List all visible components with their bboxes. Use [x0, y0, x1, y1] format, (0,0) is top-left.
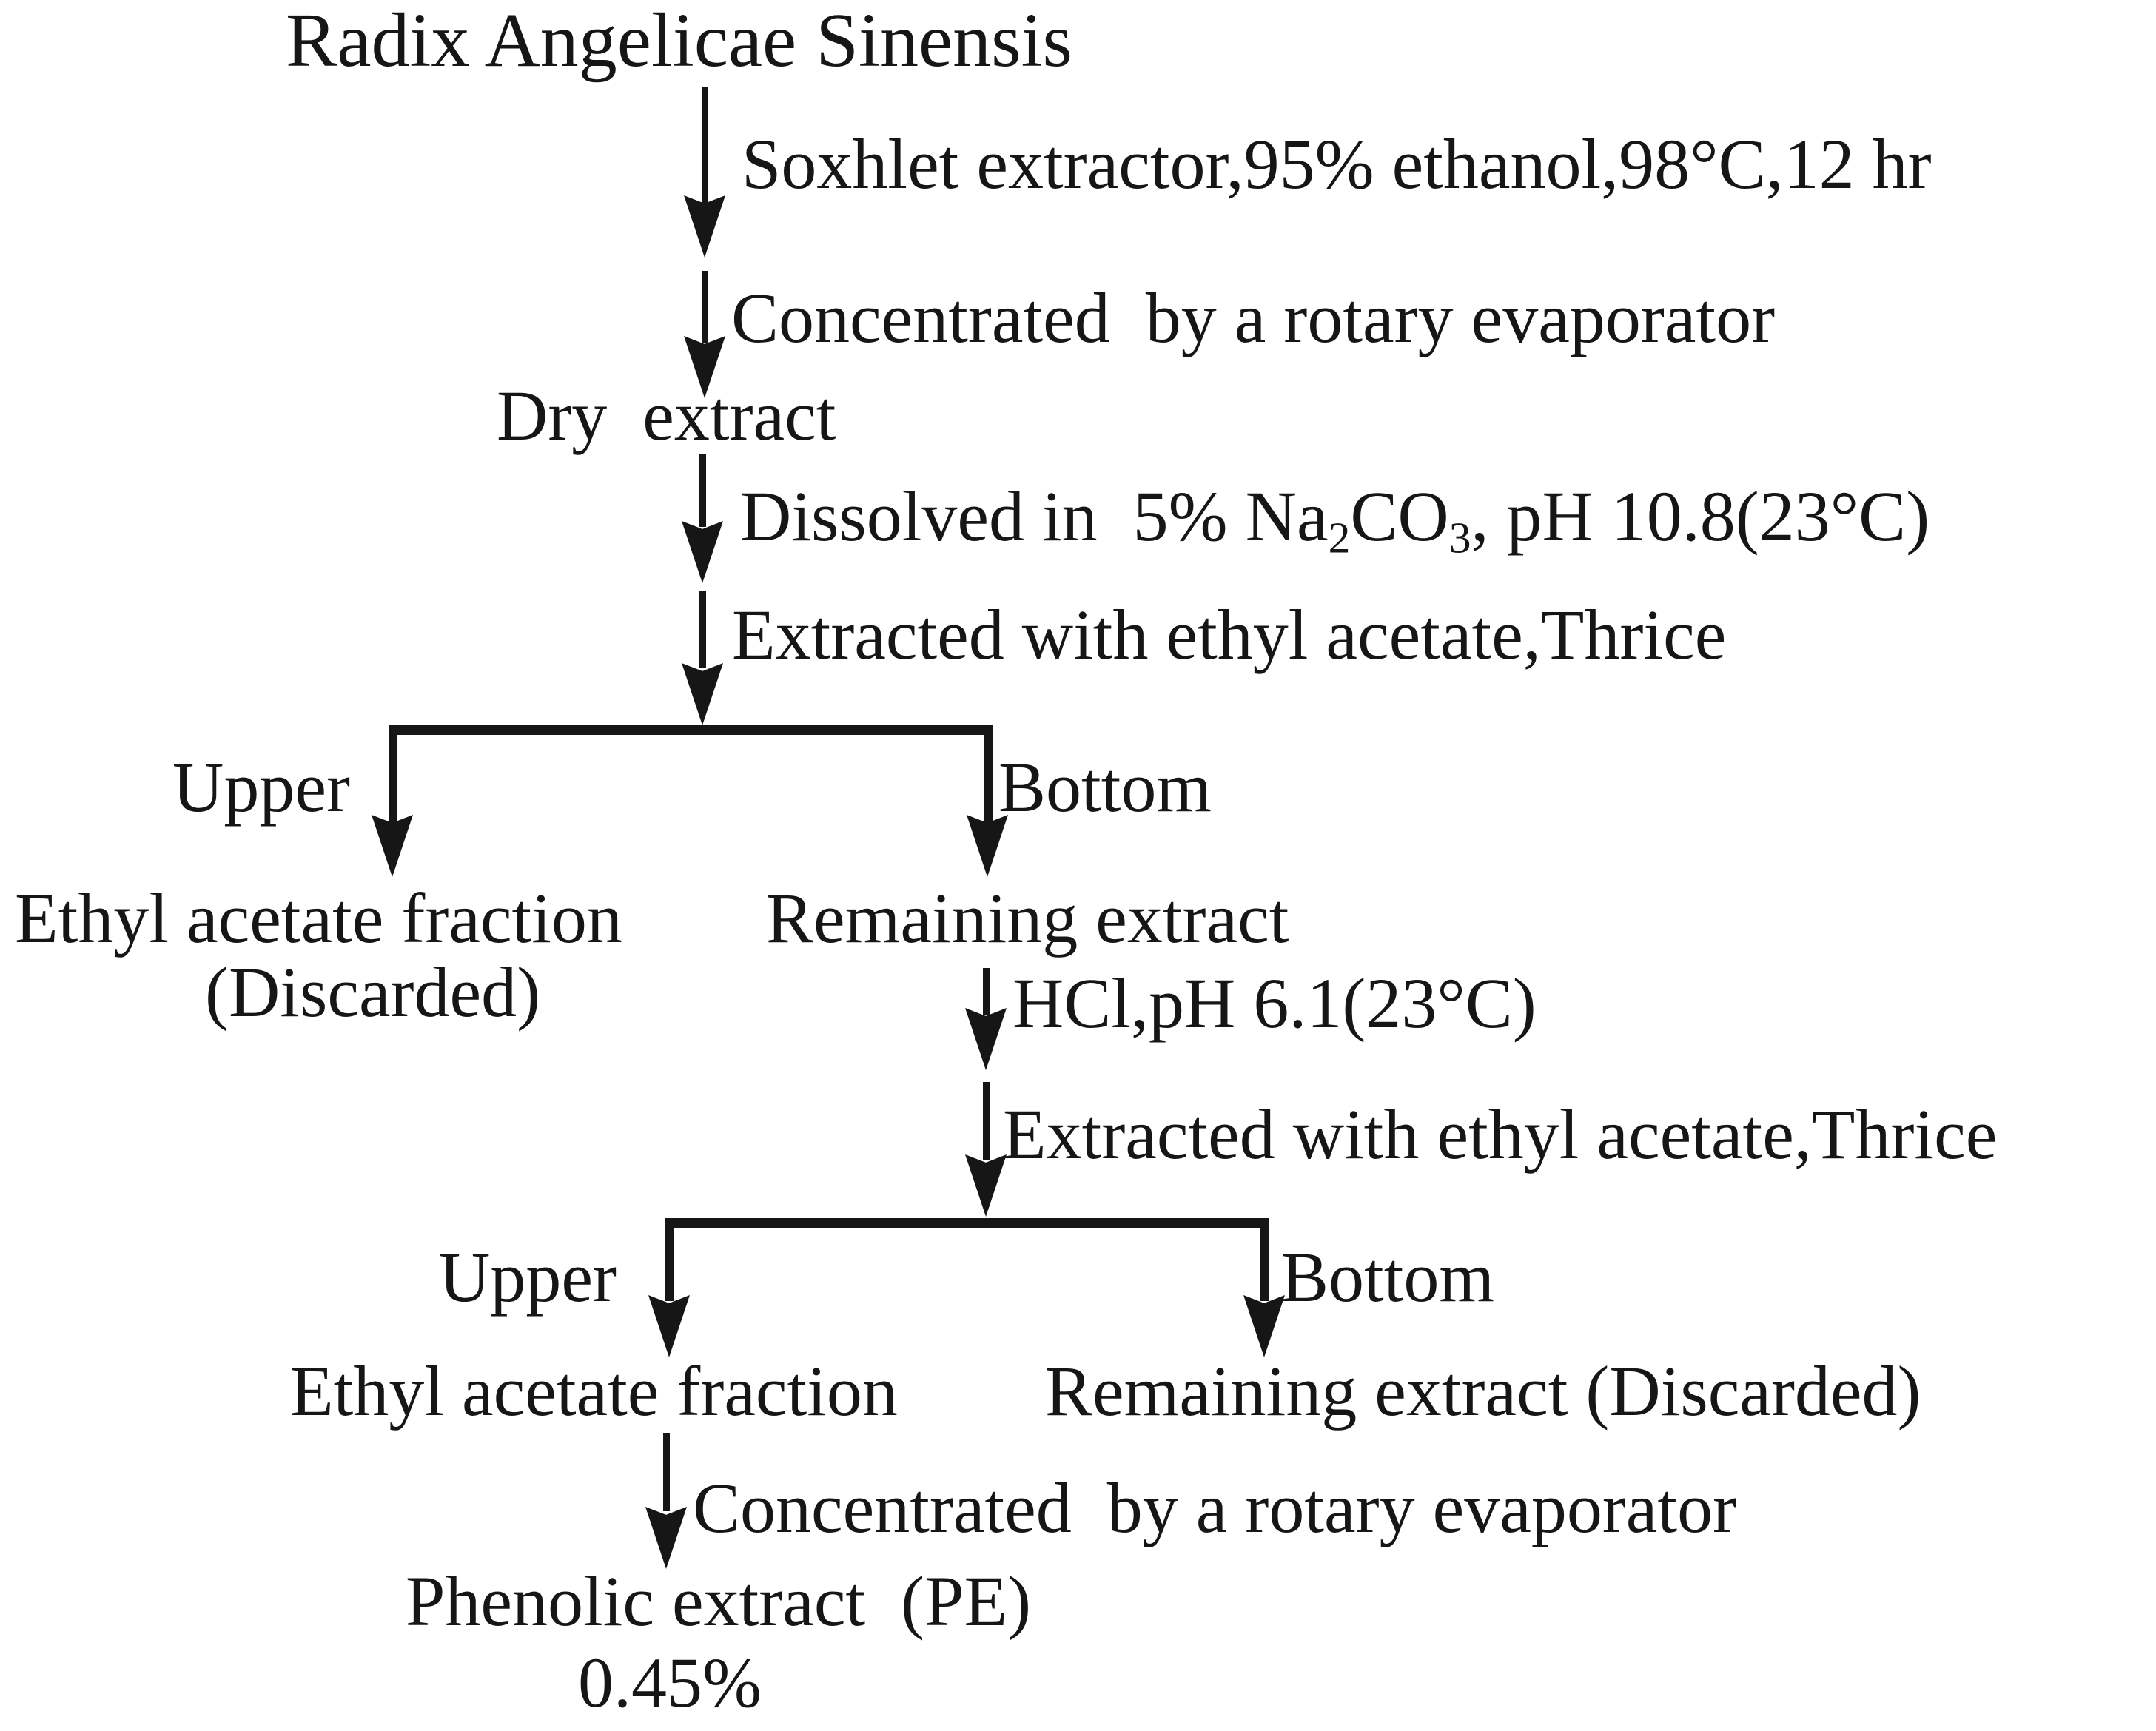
arrow-3-line: [699, 454, 706, 527]
branch-2-right-line: [1260, 1218, 1269, 1301]
branch-2-bottom-label: Bottom: [1281, 1237, 1495, 1317]
branch-1-bottom-label: Bottom: [998, 747, 1212, 827]
ethyl-acetate-fraction-2-node-label: Ethyl acetate fraction: [290, 1351, 898, 1431]
arrow-6-line: [983, 1082, 990, 1160]
remaining-extract-2-node-label: Remaining extract (Discarded): [1045, 1351, 1921, 1431]
source-node-label: Radix Angelicae Sinensis: [286, 0, 1072, 83]
arrow-1-head-icon: [684, 195, 725, 258]
arrow-5-line: [983, 968, 990, 1015]
step-extract-ea-1-label: Extracted with ethyl acetate,Thrice: [732, 595, 1727, 674]
branch-1-left-head-icon: [372, 815, 413, 877]
arrow-2-line: [702, 271, 708, 343]
arrow-3-head-icon: [682, 521, 723, 583]
branch-1-left-line: [389, 725, 397, 823]
step-extract-ea-2-label: Extracted with ethyl acetate,Thrice: [1003, 1095, 1998, 1174]
step-concentrate-1-label: Concentrated by a rotary evaporator: [731, 278, 1776, 357]
step-hcl-label: HCl,pH 6.1(23°C): [1012, 964, 1537, 1043]
arrow-1-line: [702, 87, 708, 204]
arrow-5-head-icon: [965, 1008, 1007, 1070]
branch-1-bar: [391, 725, 993, 735]
remaining-extract-1-node-label: Remaining extract: [766, 878, 1289, 958]
phenolic-extract-node-label: Phenolic extract (PE): [406, 1562, 1032, 1641]
branch-2-left-line: [665, 1218, 674, 1301]
yield-label: 0.45%: [578, 1643, 762, 1722]
branch-2-bar: [666, 1218, 1269, 1228]
discarded-1-node-label: (Discarded): [205, 952, 541, 1032]
dry-extract-node-label: Dry extract: [497, 376, 836, 455]
step-concentrate-2-label: Concentrated by a rotary evaporator: [693, 1468, 1737, 1547]
ethyl-acetate-fraction-1-node-label: Ethyl acetate fraction: [15, 878, 622, 958]
step-soxhlet-label: Soxhlet extractor,95% ethanol,98°C,12 hr: [742, 124, 1932, 204]
arrow-4-head-icon: [682, 663, 723, 725]
branch-2-left-head-icon: [648, 1295, 690, 1357]
arrow-6-head-icon: [965, 1154, 1007, 1217]
arrow-7-head-icon: [645, 1507, 687, 1569]
branch-2-right-head-icon: [1243, 1295, 1285, 1357]
branch-2-upper-label: Upper: [439, 1237, 617, 1317]
step-dissolved-label: Dissolved in 5% Na2CO3, pH 10.8(23°C): [740, 477, 1930, 562]
arrow-7-line: [663, 1433, 670, 1511]
branch-1-right-line: [984, 725, 993, 823]
arrow-4-line: [699, 591, 706, 668]
branch-1-upper-label: Upper: [172, 747, 350, 827]
